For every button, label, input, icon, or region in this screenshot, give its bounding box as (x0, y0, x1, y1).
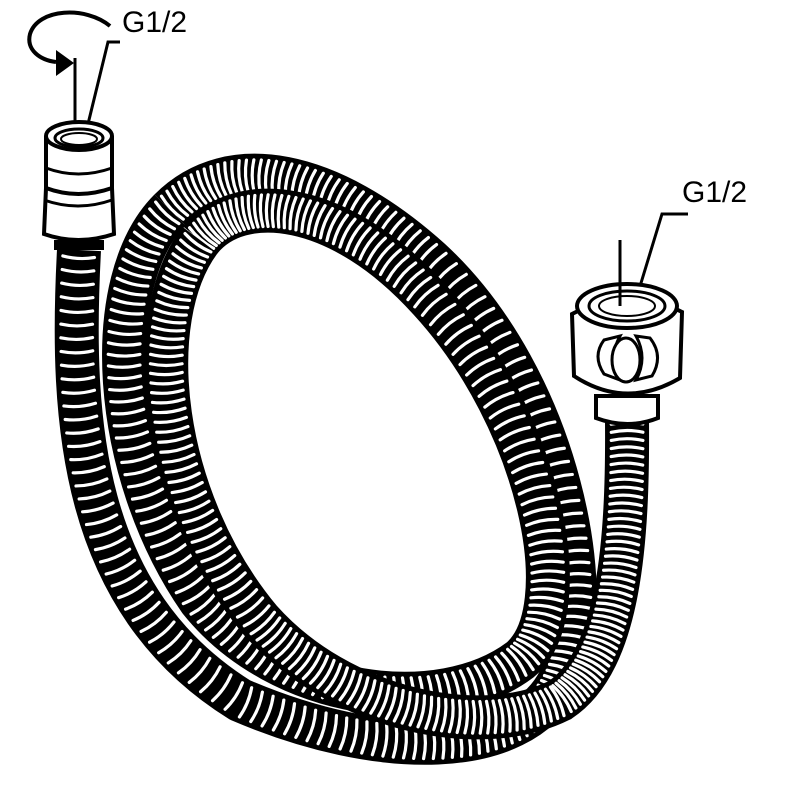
left-thread-label: G1/2 (122, 6, 187, 39)
hose-coils (54, 153, 650, 765)
left-leader-line (73, 40, 120, 125)
hose-strand (144, 226, 650, 740)
right-fitting (569, 240, 685, 426)
left-fitting (41, 120, 117, 250)
rotation-arrow-icon (27, 10, 112, 76)
right-thread-label: G1/2 (682, 176, 747, 209)
